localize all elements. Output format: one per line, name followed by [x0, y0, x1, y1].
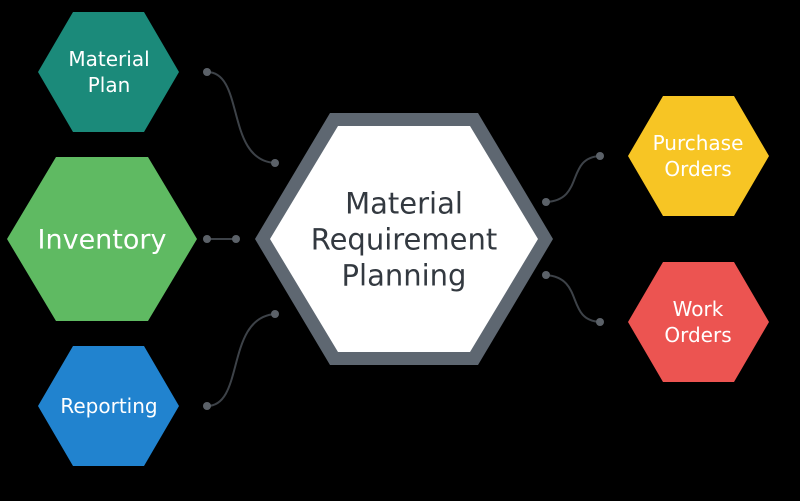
label-line: Requirement	[311, 222, 498, 256]
material-plan-hexagon	[38, 12, 179, 132]
connector-dot	[232, 235, 240, 243]
connector-dot	[542, 271, 550, 279]
label-line: Reporting	[60, 394, 157, 418]
label-line: Material	[345, 186, 463, 220]
connector-dot	[596, 318, 604, 326]
node-inventory: Inventory	[7, 157, 197, 321]
connector-work-orders	[545, 274, 601, 323]
label-line: Plan	[88, 73, 131, 97]
node-reporting: Reporting	[38, 346, 179, 466]
connector-reporting	[206, 313, 276, 407]
connector-dot	[271, 159, 279, 167]
connector-dot	[203, 235, 211, 243]
label-line: Material	[68, 47, 149, 71]
inventory-hexagon	[7, 157, 197, 321]
reporting-hexagon	[38, 346, 179, 466]
connector-dot	[203, 68, 211, 76]
label-line: Planning	[342, 258, 467, 292]
connector-dot	[271, 310, 279, 318]
connector-dot	[203, 402, 211, 410]
center-hexagon-fill	[270, 126, 538, 352]
work-orders-hexagon	[628, 262, 769, 382]
reporting-label: Reporting	[60, 394, 157, 418]
connector-purchase-orders	[545, 155, 601, 203]
purchase-orders-hexagon	[628, 96, 769, 216]
connector-dot	[542, 198, 550, 206]
label-line: Purchase	[653, 131, 744, 155]
connectors	[203, 68, 604, 410]
inventory-label: Inventory	[38, 225, 167, 256]
label-line: Work	[673, 297, 724, 321]
label-line: Orders	[664, 157, 731, 181]
connector-dot	[596, 152, 604, 160]
label-line: Inventory	[38, 225, 167, 256]
label-line: Orders	[664, 323, 731, 347]
connector-material-plan	[206, 71, 276, 164]
